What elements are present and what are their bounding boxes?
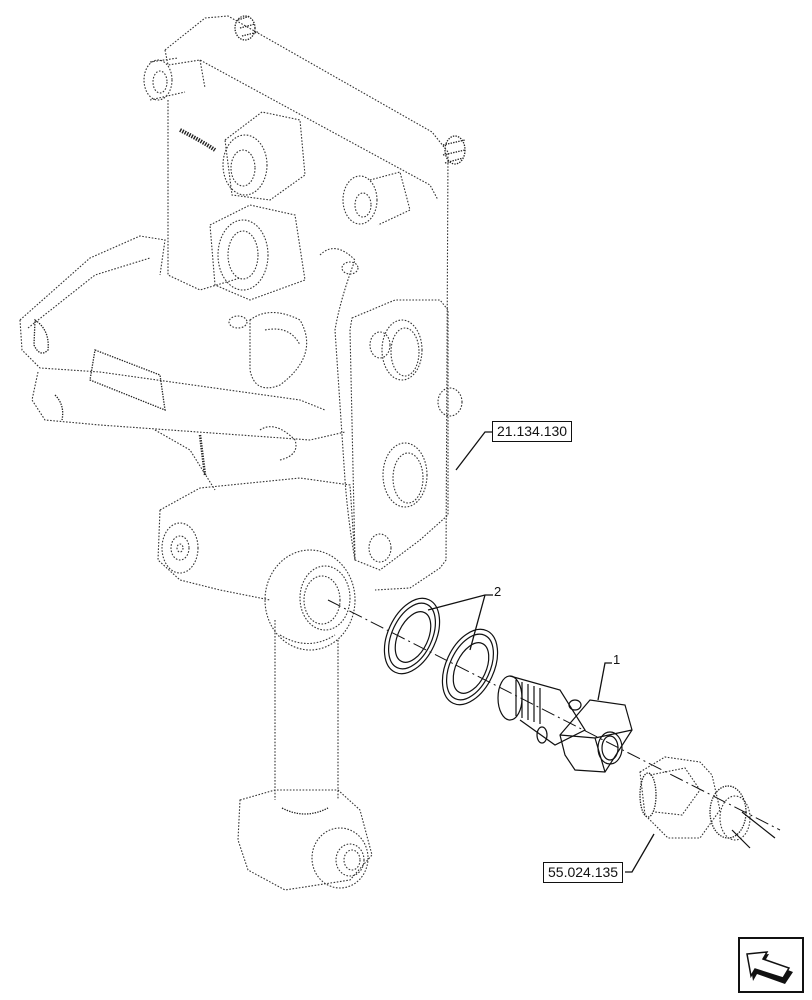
- ref-main-body[interactable]: 21.134.130: [492, 421, 573, 443]
- leader-callout-2: [427, 594, 493, 651]
- arrow-back-icon[interactable]: [737, 936, 805, 994]
- lift-arm: [19, 235, 346, 491]
- leader-ref-main-body: [455, 431, 492, 471]
- callout-1: 1: [613, 652, 621, 667]
- callout-2: 2: [494, 584, 502, 599]
- sealing-washer-1: [383, 597, 441, 675]
- lift-housing-body: [143, 15, 466, 591]
- sensor: [639, 756, 776, 849]
- centerline: [327, 599, 781, 831]
- leader-callout-1: [597, 662, 612, 701]
- ref-sensor[interactable]: 55.024.135: [543, 862, 624, 884]
- banjo-bolt: [497, 675, 633, 773]
- sealing-washer-2: [441, 628, 499, 706]
- leader-ref-sensor: [625, 833, 655, 873]
- lift-rod: [157, 477, 373, 891]
